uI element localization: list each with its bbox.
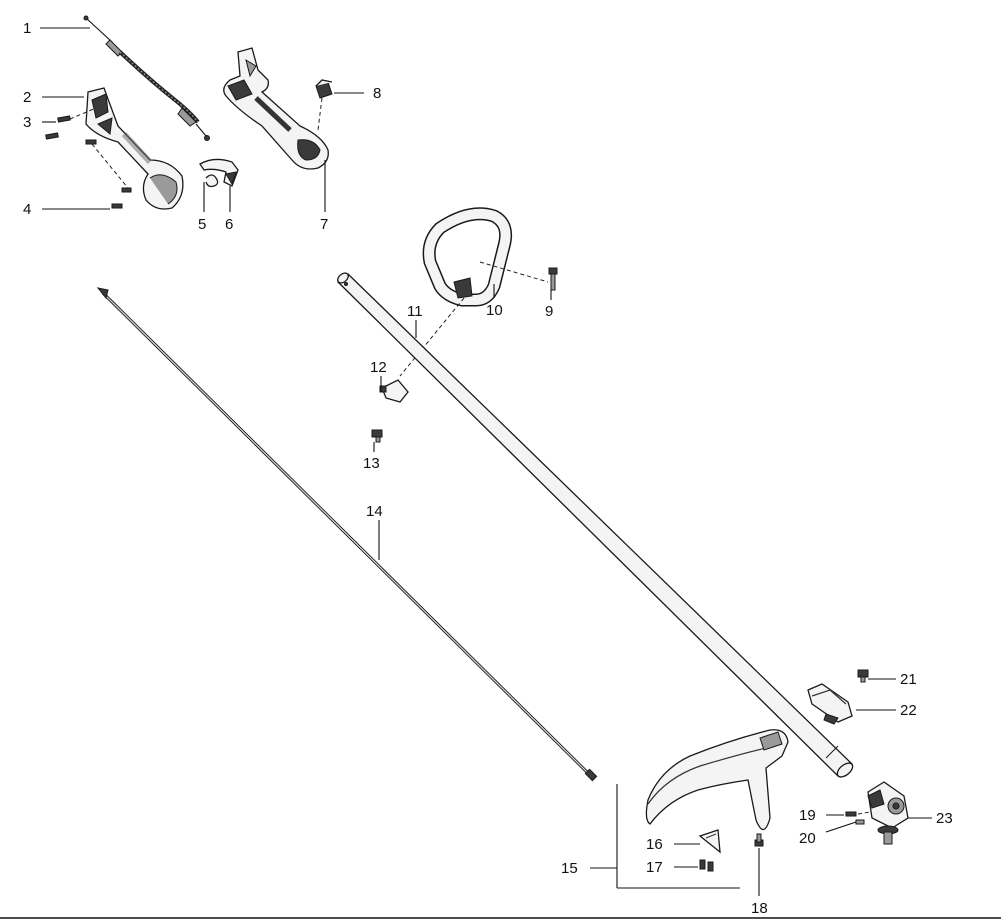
part-spring: [205, 174, 219, 188]
callout-7: 7: [320, 216, 328, 233]
callout-14: 14: [366, 503, 383, 520]
callout-16: 16: [646, 836, 663, 853]
part-shield: [645, 729, 789, 831]
callout-20: 20: [799, 830, 816, 847]
part-screw-13: [371, 429, 383, 443]
callout-1: 1: [23, 20, 31, 37]
callout-labels: 1 2 3 4 5 6 7 8 9 10 11 12 13 14 15 16 1…: [23, 20, 953, 917]
callout-4: 4: [23, 201, 31, 218]
callout-8: 8: [373, 85, 381, 102]
callout-2: 2: [23, 89, 31, 106]
part-handle-housing: [85, 87, 184, 210]
part-throttle-cable: [83, 15, 210, 141]
part-shield-bracket: [807, 683, 853, 725]
part-bolt-9: [548, 267, 558, 291]
callout-11: 11: [407, 303, 423, 320]
part-loop-handle: [399, 207, 549, 377]
callout-10: 10: [486, 302, 503, 319]
callout-3: 3: [23, 114, 31, 131]
callout-15: 15: [561, 860, 578, 877]
callout-13: 13: [363, 455, 380, 472]
part-screw-21: [857, 669, 869, 683]
part-screw-3: [45, 107, 129, 189]
callout-6: 6: [225, 216, 233, 233]
callout-9: 9: [545, 303, 553, 320]
part-switch: [315, 79, 333, 131]
leader-lines: [40, 27, 932, 896]
part-gear-head: [867, 781, 909, 845]
callout-23: 23: [936, 810, 953, 827]
callout-19: 19: [799, 807, 816, 824]
callout-18: 18: [751, 900, 768, 917]
part-rear-handle: [223, 47, 329, 170]
part-screw-4: [111, 187, 132, 209]
part-screw-17: [699, 859, 714, 872]
callout-5: 5: [198, 216, 206, 233]
part-bracket: [698, 829, 721, 854]
part-drive-shaft: [96, 287, 598, 782]
callout-21: 21: [900, 671, 917, 688]
callout-17: 17: [646, 859, 663, 876]
part-shaft-tube: [337, 272, 854, 778]
part-bolt-18: [754, 833, 764, 847]
part-clamp: [379, 379, 409, 403]
callout-12: 12: [370, 359, 387, 376]
part-screw-19-20: [845, 811, 871, 825]
part-throttle-trigger: [199, 158, 239, 187]
callout-22: 22: [900, 702, 917, 719]
